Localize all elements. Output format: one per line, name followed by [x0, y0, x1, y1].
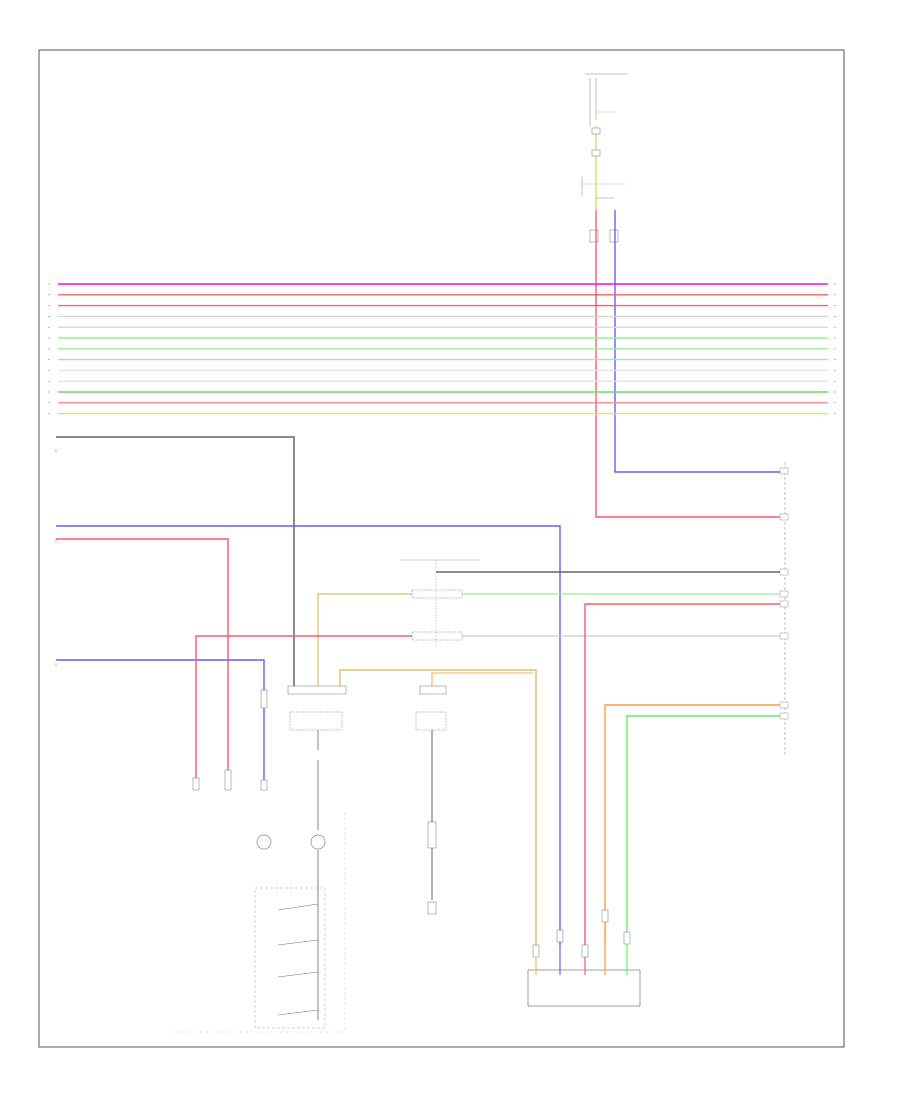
orange-wire-bottom	[431, 672, 533, 690]
tan-wire-bottom	[339, 669, 537, 945]
junction-block	[581, 176, 625, 243]
blue-wire-sensor	[56, 659, 265, 780]
orange-wire-right	[604, 704, 780, 945]
center-connector	[400, 559, 480, 648]
left-connector	[256, 685, 347, 850]
black-wire-left	[56, 436, 295, 690]
red-wire-center	[195, 635, 436, 780]
tan-wire-center	[317, 593, 436, 690]
green-wire-right	[626, 715, 780, 945]
ground-connector	[415, 685, 447, 915]
blue-wire-left	[56, 525, 561, 945]
bottom-module	[527, 909, 641, 1007]
sensor-pins	[192, 689, 268, 791]
red-wire-right	[584, 603, 780, 945]
bus-wires	[48, 283, 836, 415]
red-wire-junction	[595, 210, 780, 518]
switch-assembly	[170, 812, 346, 1033]
switch-contact	[310, 834, 326, 850]
sensor-contact	[256, 834, 272, 850]
blue-wire-junction	[614, 210, 780, 473]
diagram-frame	[38, 49, 845, 1048]
right-module	[779, 462, 789, 755]
top-connector	[585, 73, 628, 180]
red-wire-left	[56, 538, 229, 780]
